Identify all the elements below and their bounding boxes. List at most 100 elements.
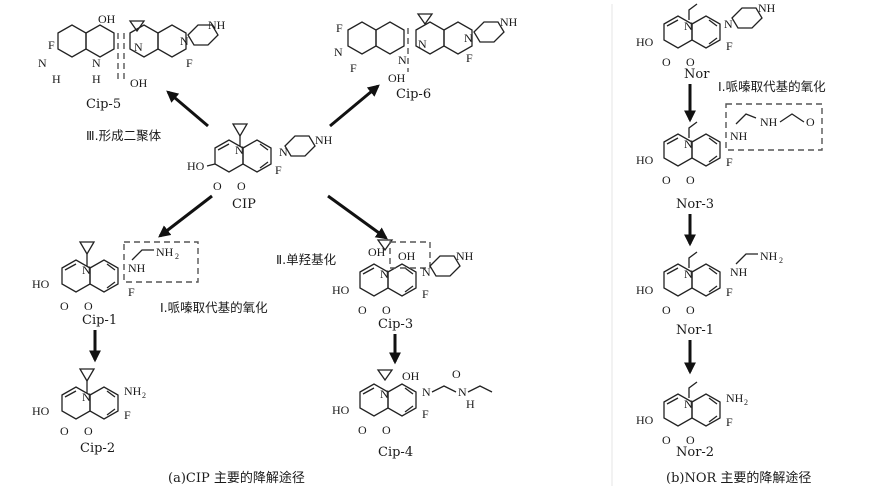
svg-text:F: F <box>48 38 55 52</box>
svg-text:OH: OH <box>388 71 406 85</box>
svg-text:N: N <box>134 40 143 54</box>
svg-text:N: N <box>684 267 693 281</box>
svg-text:HO: HO <box>636 35 654 49</box>
arrow-cip-to-cip6 <box>329 84 380 128</box>
svg-text:O: O <box>84 424 93 438</box>
svg-text:O: O <box>686 433 695 447</box>
svg-text:N: N <box>418 37 427 51</box>
svg-text:O: O <box>237 179 246 193</box>
svg-text:NH: NH <box>758 1 776 15</box>
svg-text:NH: NH <box>730 265 748 279</box>
svg-text:O: O <box>358 303 367 317</box>
svg-text:F: F <box>350 61 357 75</box>
arrow-cip-to-cip3 <box>327 194 388 240</box>
svg-text:NH: NH <box>500 15 518 29</box>
svg-text:H: H <box>92 72 101 86</box>
cip6-structure: F N F N N OH N NH F <box>334 13 518 85</box>
svg-text:HO: HO <box>332 283 350 297</box>
svg-text:H: H <box>466 397 475 411</box>
svg-text:OH: OH <box>398 249 416 263</box>
nor-structure: N N NH F HO O O <box>636 1 776 69</box>
svg-text:F: F <box>128 285 135 299</box>
svg-text:OH: OH <box>130 76 148 90</box>
caption-b: (b)NOR 主要的降解途径 <box>666 470 811 486</box>
cip2-structure: N NH 2 F HO O O <box>32 368 146 438</box>
svg-text:HO: HO <box>32 404 50 418</box>
svg-text:2: 2 <box>142 391 146 400</box>
svg-text:F: F <box>422 287 429 301</box>
cip1-structure: N NH NH 2 F HO O O <box>32 241 199 313</box>
svg-text:F: F <box>726 155 733 169</box>
svg-text:F: F <box>124 408 131 422</box>
svg-text:F: F <box>422 407 429 421</box>
svg-text:N: N <box>92 56 101 70</box>
svg-text:F: F <box>726 285 733 299</box>
cip1-label: Cip-1 <box>82 313 117 328</box>
panel-a: N N NH F HO O O CIP F OH N N H H <box>32 12 518 486</box>
label-piperazine-oxidation-a: Ⅰ.哌嗪取代基的氧化 <box>160 300 268 315</box>
svg-text:O: O <box>60 299 69 313</box>
svg-text:N: N <box>380 267 389 281</box>
svg-text:HO: HO <box>636 153 654 167</box>
svg-text:NH: NH <box>760 249 778 263</box>
cip5-structure: F OH N N H H N OH N NH F <box>38 12 226 90</box>
svg-text:N: N <box>464 31 473 45</box>
svg-text:N: N <box>82 390 91 404</box>
svg-text:O: O <box>662 173 671 187</box>
svg-text:OH: OH <box>402 369 420 383</box>
svg-text:N: N <box>422 265 431 279</box>
svg-text:HO: HO <box>636 413 654 427</box>
svg-text:O: O <box>662 55 671 69</box>
nor1-label: Nor-1 <box>676 323 714 338</box>
label-dimer-formation: Ⅲ.形成二聚体 <box>86 128 162 143</box>
svg-text:2: 2 <box>779 256 783 265</box>
svg-text:H: H <box>52 72 61 86</box>
cip3-structure: N OH OH N NH F HO O O <box>332 239 474 317</box>
svg-text:O: O <box>662 433 671 447</box>
svg-text:NH: NH <box>128 261 146 275</box>
panel-b: N N NH F HO O O Nor Ⅰ.哌嗪取代基的氧化 N NH NH O… <box>636 1 826 486</box>
caption-a: (a)CIP 主要的降解途径 <box>168 470 305 486</box>
svg-text:N: N <box>334 45 343 59</box>
nor1-structure: N NH NH 2 F HO O O <box>636 249 783 317</box>
svg-text:N: N <box>279 145 288 159</box>
svg-text:HO: HO <box>332 403 350 417</box>
svg-text:HO: HO <box>32 277 50 291</box>
svg-text:O: O <box>806 115 815 129</box>
svg-text:HO: HO <box>636 283 654 297</box>
svg-text:N: N <box>380 387 389 401</box>
label-piperazine-oxidation-b: Ⅰ.哌嗪取代基的氧化 <box>718 79 826 94</box>
svg-text:NH: NH <box>156 245 174 259</box>
svg-text:NH: NH <box>456 249 474 263</box>
svg-text:O: O <box>382 303 391 317</box>
svg-text:NH: NH <box>315 133 333 147</box>
svg-text:HO: HO <box>187 159 205 173</box>
svg-text:O: O <box>686 303 695 317</box>
nor3-label: Nor-3 <box>676 197 714 212</box>
cip4-label: Cip-4 <box>378 445 413 460</box>
nor2-label: Nor-2 <box>676 445 714 460</box>
svg-text:N: N <box>180 34 189 48</box>
svg-text:O: O <box>84 299 93 313</box>
svg-text:O: O <box>662 303 671 317</box>
arrow-cip-to-cip1 <box>158 194 213 238</box>
label-hydroxylation: Ⅱ.单羟基化 <box>276 252 337 267</box>
cip-label: CIP <box>232 197 256 212</box>
svg-text:F: F <box>186 56 193 70</box>
nor-label: Nor <box>684 67 710 82</box>
svg-text:F: F <box>726 39 733 53</box>
svg-text:N: N <box>684 397 693 411</box>
svg-text:N: N <box>82 263 91 277</box>
svg-text:N: N <box>684 19 693 33</box>
svg-text:NH: NH <box>726 391 744 405</box>
svg-text:F: F <box>466 51 473 65</box>
svg-text:NH: NH <box>124 384 142 398</box>
svg-text:O: O <box>686 55 695 69</box>
svg-text:2: 2 <box>175 252 179 261</box>
svg-text:N: N <box>38 56 47 70</box>
cip6-label: Cip-6 <box>396 87 431 102</box>
cip5-label: Cip-5 <box>86 97 121 112</box>
svg-text:2: 2 <box>744 398 748 407</box>
nor3-structure: N NH NH O F HO O O <box>636 103 823 187</box>
